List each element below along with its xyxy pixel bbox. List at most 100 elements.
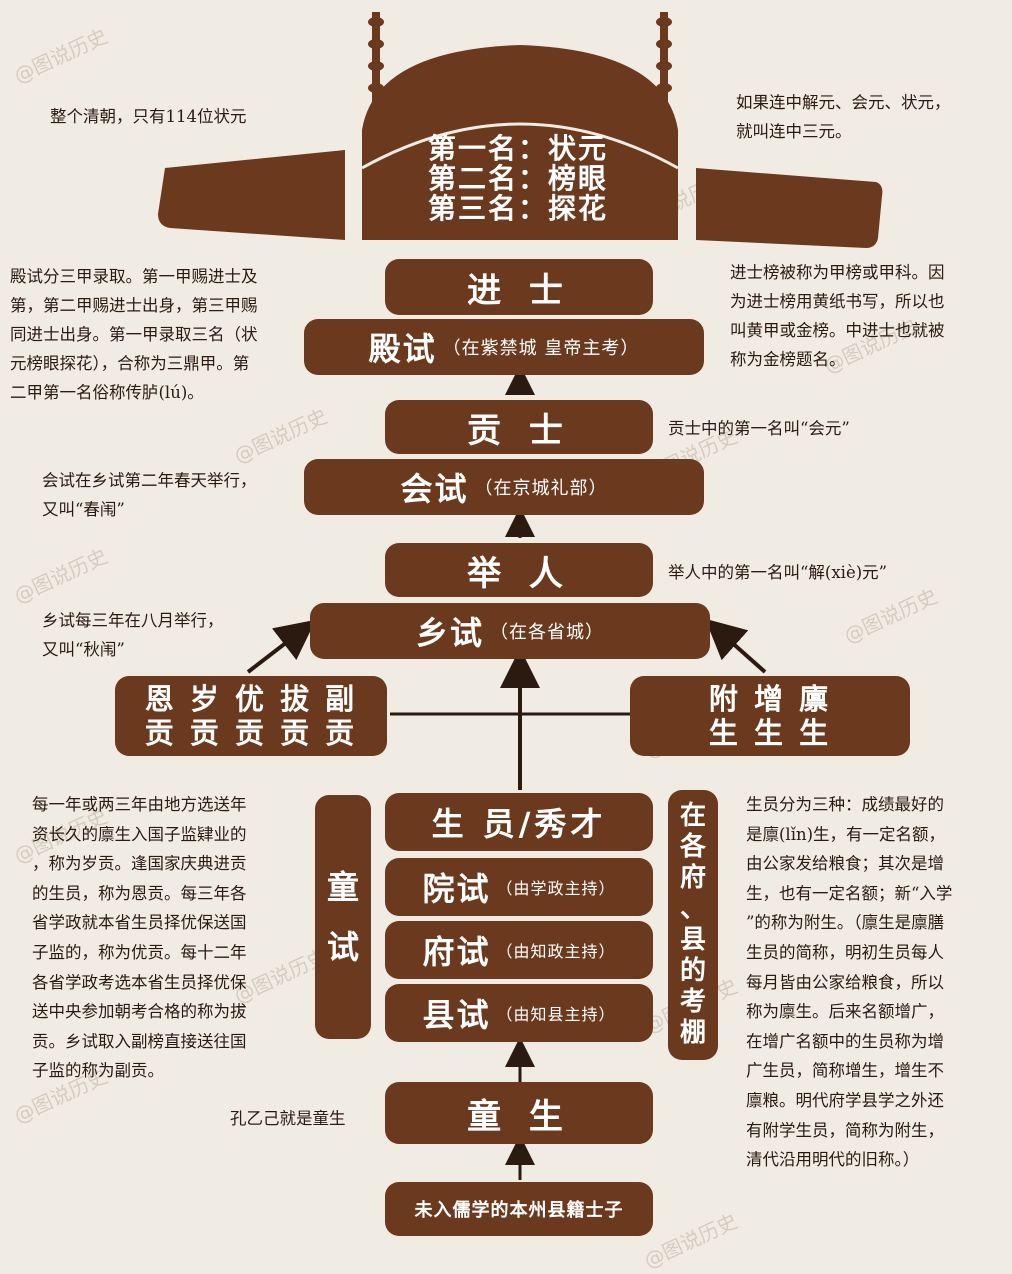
note-lianzhong: 如果连中解元、会元、状元， 就叫连中三元。 bbox=[736, 88, 951, 146]
note-line: 就叫连中三元。 bbox=[736, 122, 852, 141]
rank-tanhua: 第三名：探花 bbox=[428, 192, 609, 225]
note-line: 贡。乡试取入副榜直接送往国 bbox=[32, 1031, 247, 1051]
note-line: 清代沿用明代的旧称。） bbox=[746, 1150, 920, 1170]
note-gong: 每一年或两三年由地方选送年 资长久的廪生入国子监肄业的 ，称为岁贡。逢国家庆典进… bbox=[32, 790, 292, 1086]
label-char: 府 bbox=[679, 863, 706, 893]
note-line: 叫黄甲或金榜。中进士也就被 bbox=[730, 321, 945, 340]
note-line: 二甲第一名俗称传胪(lú)。 bbox=[10, 383, 204, 402]
note-jinshi: 进士榜被称为甲榜或甲科。因 为进士榜用黄纸书写，所以也 叫黄甲或金榜。中进士也就… bbox=[730, 258, 1005, 374]
box-tongsheng: 童 生 bbox=[385, 1082, 653, 1144]
note-line: 如果连中解元、会元、状元， bbox=[736, 93, 951, 112]
note-line: 元榜眼探花），合称为三鼎甲。第 bbox=[10, 354, 250, 373]
note-line: 有附学生员，简称为附生， bbox=[746, 1120, 944, 1140]
label-char: 各 bbox=[679, 832, 706, 862]
arrow-sheng-to-xiangshi bbox=[705, 618, 767, 674]
note-line: 又叫“秋闱” bbox=[42, 640, 125, 659]
note-line: 每月皆由公家给粮食，所以 bbox=[746, 972, 944, 992]
box-shizi: 未入儒学的本州县籍士子 bbox=[385, 1182, 653, 1236]
note-line: 同进士出身。第一甲录取三名（状 bbox=[10, 325, 258, 344]
note-shengyuan: 生员分为三种：成绩最好的 是廪(lǐn)生，有一定名额， 由公家发给粮食；其次是… bbox=[746, 790, 1001, 1175]
exam-xianshi: 县试 bbox=[422, 996, 491, 1034]
note-line: 廪粮。明代府学县学之外还 bbox=[746, 1090, 944, 1110]
note-line: 又叫“春闱” bbox=[42, 500, 125, 519]
rank-bangyan: 第二名：榜眼 bbox=[428, 162, 609, 195]
note-line: ，称为岁贡。逢国家庆典进贡 bbox=[32, 854, 247, 874]
note-line: 称为廪生。后来名额增广， bbox=[746, 1002, 944, 1022]
note-line: 殿试分三甲录取。第一甲赐进士及 bbox=[10, 267, 258, 286]
label-char: 的 bbox=[679, 956, 706, 986]
note-line: 生员的简称，明初生员每人 bbox=[746, 942, 944, 962]
label-char: 、 bbox=[679, 894, 706, 924]
label-char: 童 bbox=[326, 868, 359, 906]
hat-right-post bbox=[656, 12, 672, 122]
label-char: 县 bbox=[679, 925, 706, 955]
exam-dianshi-note: （在紫禁城 皇帝主考） bbox=[442, 338, 640, 359]
box-gong-types: 恩 岁 优 拔 副 贡 贡 贡 贡 贡 bbox=[115, 676, 387, 756]
note-line: 第，第二甲赐进士出身，第三甲赐 bbox=[10, 296, 258, 315]
gong-types-row2: 贡 贡 贡 贡 贡 bbox=[144, 716, 358, 750]
box-dianshi: 殿试 （在紫禁城 皇帝主考） bbox=[304, 319, 704, 375]
note-line: 的生员，称为恩贡。每三年各 bbox=[32, 883, 247, 903]
hat-right-wing bbox=[696, 168, 883, 248]
hat-left-wing bbox=[158, 150, 345, 240]
exam-xiangshi: 乡试 bbox=[415, 614, 484, 652]
box-jinshi: 进 士 bbox=[385, 259, 653, 315]
note-xiangshi: 乡试每三年在八月举行， 又叫“秋闱” bbox=[42, 606, 224, 664]
note-gongshi-first: 贡士中的第一名叫“会元” bbox=[668, 419, 850, 438]
note-line: 生，也有一定名额；新“入学 bbox=[746, 883, 953, 903]
box-juren: 举 人 bbox=[385, 543, 653, 597]
hat-left-post bbox=[368, 12, 384, 122]
exam-fushi-note: （由知政主持） bbox=[496, 942, 616, 961]
sheng-types-row2: 生 生 生 bbox=[708, 716, 832, 750]
top-rank-list: 第一名：状元 第二名：榜眼 第三名：探花 bbox=[428, 134, 608, 224]
note-line: 每一年或两三年由地方选送年 bbox=[32, 795, 247, 814]
note-line: 是廪(lǐn)生，有一定名额， bbox=[746, 824, 946, 844]
exam-fushi: 府试 bbox=[422, 933, 491, 971]
note-line: 乡试每三年在八月举行， bbox=[42, 611, 224, 630]
note-line: 资长久的廪生入国子监肄业的 bbox=[32, 824, 247, 844]
exam-yuanshi-note: （由学政主持） bbox=[496, 879, 616, 898]
exam-huishi-note: （在京城礼部） bbox=[474, 478, 608, 499]
box-yuanshi: 院试 （由学政主持） bbox=[385, 858, 653, 916]
box-xianshi: 县试 （由知县主持） bbox=[385, 984, 653, 1042]
note-line: 生员分为三种：成绩最好的 bbox=[746, 795, 944, 814]
note-line: 广生员，简称增生，增生不 bbox=[746, 1061, 944, 1081]
note-line: 子监的，称为优贡。每十二年 bbox=[32, 942, 247, 962]
note-qing-zhuangyuan: 整个清朝，只有114位状元 bbox=[50, 107, 247, 126]
exam-yuanshi: 院试 bbox=[422, 870, 491, 908]
box-gongshi: 贡 士 bbox=[385, 400, 653, 454]
label-char: 在 bbox=[679, 801, 706, 831]
note-dianshi: 殿试分三甲录取。第一甲赐进士及 第，第二甲赐进士出身，第三甲赐 同进士出身。第一… bbox=[10, 262, 310, 407]
note-line: 会试在乡试第二年春天举行， bbox=[42, 471, 257, 490]
note-juren-first: 举人中的第一名叫“解(xiè)元” bbox=[668, 563, 888, 582]
box-fushi: 府试 （由知政主持） bbox=[385, 921, 653, 979]
note-line: 送中央参加朝考合格的称为拔 bbox=[32, 1002, 247, 1022]
exam-xianshi-note: （由知县主持） bbox=[496, 1005, 616, 1024]
note-line: 称为金榜题名。 bbox=[730, 350, 846, 369]
note-line: 省学政就本省生员择优保送国 bbox=[32, 913, 247, 933]
box-xiangshi: 乡试 （在各省城） bbox=[310, 603, 710, 659]
note-line: 各省学政考选本省生员择优保 bbox=[32, 972, 247, 992]
gong-types-row1: 恩 岁 优 拔 副 bbox=[144, 682, 358, 716]
label-char: 棚 bbox=[679, 1018, 706, 1048]
label-char: 试 bbox=[326, 928, 359, 966]
box-shengyuan: 生 员/秀才 bbox=[385, 793, 653, 851]
exam-dianshi: 殿试 bbox=[368, 330, 437, 368]
label-char: 考 bbox=[679, 987, 706, 1017]
note-line: 在增广名额中的生员称为增 bbox=[746, 1031, 944, 1051]
note-kongyiji: 孔乙己就是童生 bbox=[230, 1109, 346, 1128]
note-line: 为进士榜用黄纸书写，所以也 bbox=[730, 292, 945, 311]
note-line: 进士榜被称为甲榜或甲科。因 bbox=[730, 263, 945, 282]
label-tongshi: 童 试 bbox=[315, 795, 371, 1039]
box-sheng-types: 附 增 廪 生 生 生 bbox=[630, 676, 910, 756]
label-kaopeng: 在 各 府 、 县 的 考 棚 bbox=[668, 790, 718, 1060]
note-huishi: 会试在乡试第二年春天举行， 又叫“春闱” bbox=[42, 466, 257, 524]
note-line: 子监的称为副贡。 bbox=[32, 1061, 164, 1081]
box-huishi: 会试 （在京城礼部） bbox=[304, 459, 704, 515]
hat-crown bbox=[362, 45, 678, 240]
arrow-gong-to-xiangshi bbox=[246, 619, 316, 674]
exam-xiangshi-note: （在各省城） bbox=[490, 622, 604, 643]
note-line: 由公家发给粮食；其次是增 bbox=[746, 854, 944, 874]
exam-huishi: 会试 bbox=[400, 470, 469, 508]
